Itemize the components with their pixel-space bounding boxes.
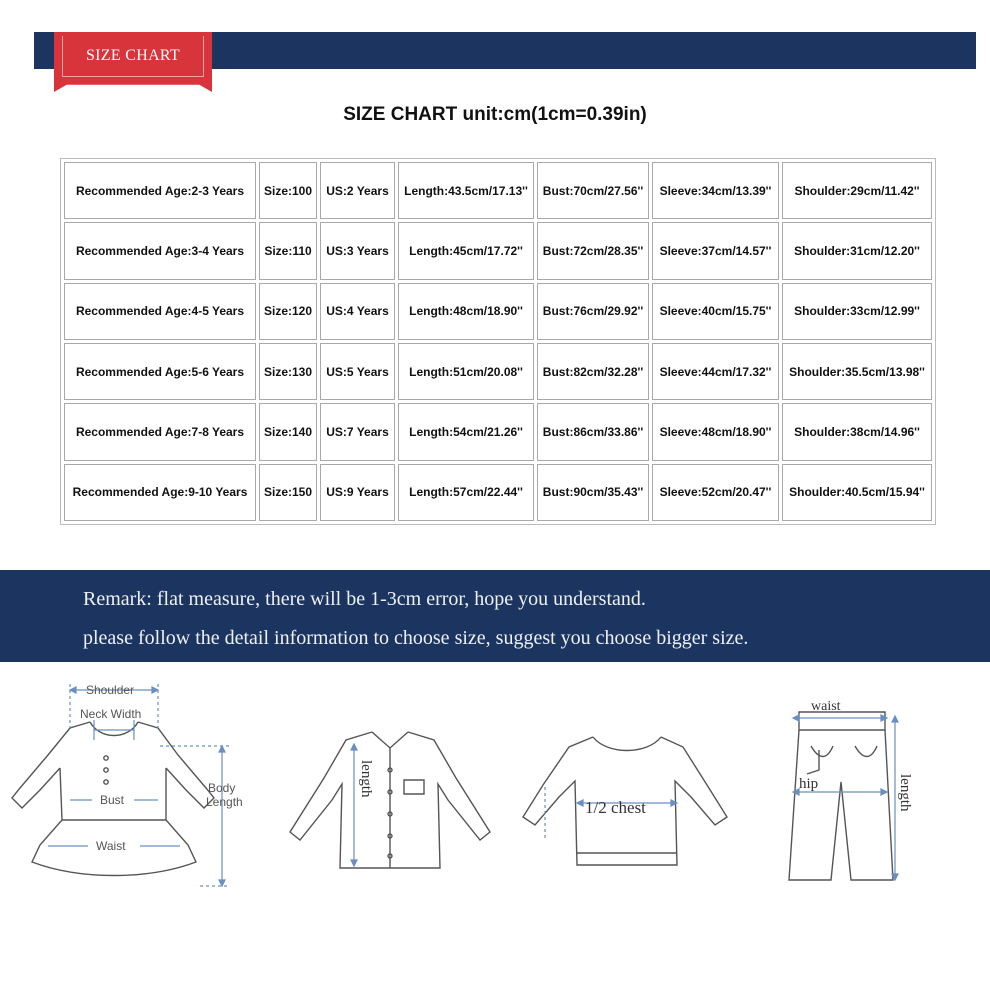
- table-cell: Sleeve:44cm/17.32'': [652, 342, 779, 401]
- table-cell: Shoulder:33cm/12.99'': [782, 282, 932, 340]
- table-cell: Length:54cm/21.26'': [398, 403, 534, 461]
- table-cell: Size:130: [259, 342, 317, 401]
- table-cell: Recommended Age:3-4 Years: [64, 222, 256, 280]
- table-cell: Sleeve:40cm/15.75'': [652, 282, 779, 340]
- table-cell: Bust:82cm/32.28'': [537, 342, 649, 401]
- table-cell: Recommended Age:9-10 Years: [64, 463, 256, 521]
- table-cell: Recommended Age:7-8 Years: [64, 403, 256, 461]
- remark-line-1: Remark: flat measure, there will be 1-3c…: [83, 588, 646, 610]
- table-cell: Size:100: [259, 162, 317, 220]
- dress-body-label: Body: [208, 781, 235, 795]
- table-cell: Recommended Age:4-5 Years: [64, 282, 256, 340]
- table-cell: Length:57cm/22.44'': [398, 463, 534, 521]
- dress-shoulder-label: Shoulder: [86, 683, 134, 697]
- shirt-length-label: length: [358, 760, 374, 798]
- table-cell: Bust:70cm/27.56'': [537, 162, 649, 220]
- sweater-diagram: 1/2 chest: [522, 736, 728, 866]
- table-cell: Bust:86cm/33.86'': [537, 403, 649, 461]
- table-cell: Length:48cm/18.90'': [398, 282, 534, 340]
- table-cell: Shoulder:40.5cm/15.94'': [782, 463, 932, 521]
- remark-line-2: please follow the detail information to …: [83, 627, 749, 649]
- table-cell: Shoulder:38cm/14.96'': [782, 403, 932, 461]
- measurement-diagrams: Shoulder Neck Width Bust Waist Body Leng…: [0, 670, 990, 990]
- table-cell: Recommended Age:5-6 Years: [64, 342, 256, 401]
- shirt-diagram: length: [289, 731, 491, 869]
- table-cell: US:7 Years: [320, 403, 395, 461]
- table-cell: US:9 Years: [320, 463, 395, 521]
- table-cell: Size:120: [259, 282, 317, 340]
- table-cell: Length:51cm/20.08'': [398, 342, 534, 401]
- sweater-chest-label: 1/2 chest: [585, 798, 646, 817]
- table-cell: Sleeve:37cm/14.57'': [652, 222, 779, 280]
- table-cell: Bust:72cm/28.35'': [537, 222, 649, 280]
- page-title: SIZE CHART unit:cm(1cm=0.39in): [343, 104, 647, 125]
- table-cell: US:5 Years: [320, 342, 395, 401]
- table-cell: Length:43.5cm/17.13'': [398, 162, 534, 220]
- table-cell: US:4 Years: [320, 282, 395, 340]
- pants-length-label: length: [897, 774, 913, 812]
- table-cell: Bust:76cm/29.92'': [537, 282, 649, 340]
- pants-waist-label: waist: [811, 699, 841, 714]
- table-cell: Sleeve:52cm/20.47'': [652, 463, 779, 521]
- table-cell: Size:140: [259, 403, 317, 461]
- dress-waist-label: Waist: [96, 839, 126, 853]
- pants-hip-label: hip: [799, 776, 818, 792]
- table-cell: Bust:90cm/35.43'': [537, 463, 649, 521]
- dress-diagram: Shoulder Neck Width Bust Waist Body Leng…: [11, 683, 243, 888]
- table-cell: Length:45cm/17.72'': [398, 222, 534, 280]
- table-cell: Shoulder:35.5cm/13.98'': [782, 342, 932, 401]
- table-cell: US:2 Years: [320, 162, 395, 220]
- table-cell: US:3 Years: [320, 222, 395, 280]
- size-chart-badge: SIZE CHART: [54, 32, 212, 92]
- table-cell: Sleeve:48cm/18.90'': [652, 403, 779, 461]
- dress-bust-label: Bust: [100, 793, 125, 807]
- table-cell: Shoulder:29cm/11.42'': [782, 162, 932, 220]
- table-cell: Recommended Age:2-3 Years: [64, 162, 256, 220]
- table-cell: Shoulder:31cm/12.20'': [782, 222, 932, 280]
- table-cell: Sleeve:34cm/13.39'': [652, 162, 779, 220]
- pants-diagram: waist hip length: [788, 699, 913, 882]
- dress-neck-width-label: Neck Width: [80, 707, 141, 721]
- dress-length-label: Length: [206, 795, 243, 809]
- table-cell: Size:110: [259, 222, 317, 280]
- table-cell: Size:150: [259, 463, 317, 521]
- remark-band: [0, 570, 990, 662]
- badge-label: SIZE CHART: [62, 36, 204, 77]
